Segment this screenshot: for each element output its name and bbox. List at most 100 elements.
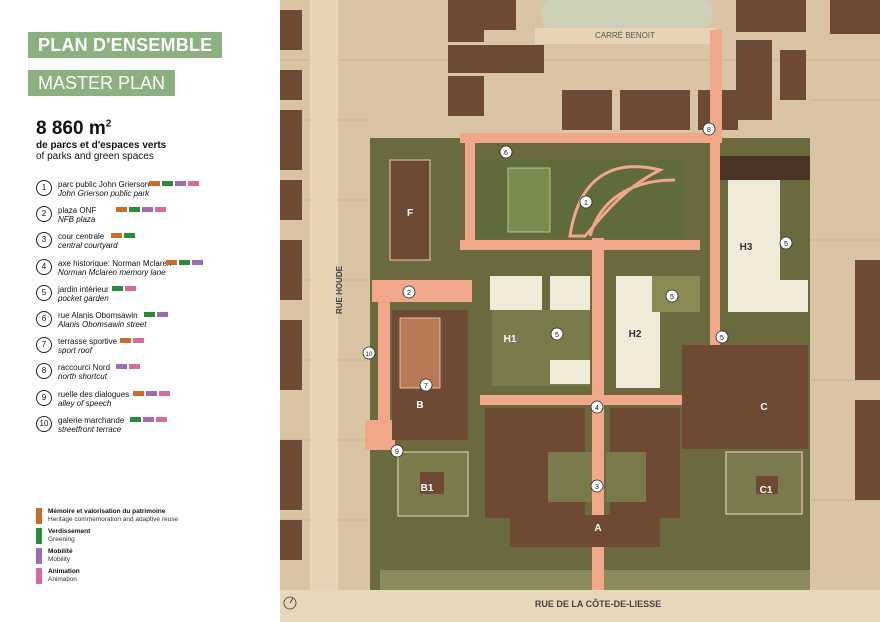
tag-heritage <box>116 207 127 213</box>
svg-text:9: 9 <box>395 449 399 456</box>
marker-5c[interactable]: 5 <box>715 330 729 344</box>
marker-7[interactable]: 7 <box>419 378 433 392</box>
legend-label-en: north shortcut <box>58 372 107 382</box>
park-path <box>568 165 665 238</box>
map-markers: 1 2 3 4 5 5 5 5 6 7 8 9 10 <box>362 122 793 493</box>
building-c1-core <box>756 476 778 494</box>
legend-tags <box>120 338 144 344</box>
marker-1[interactable]: 1 <box>579 195 593 209</box>
tag-heritage <box>166 259 177 265</box>
carre-benoit-square <box>542 0 712 28</box>
label-h1: H1 <box>504 334 517 345</box>
green-area-label-en: of parks and green spaces <box>36 151 154 162</box>
marker-6[interactable]: 6 <box>499 145 513 159</box>
legend-tags <box>116 207 166 213</box>
tag-greening <box>112 285 123 291</box>
path-network <box>365 30 800 590</box>
tag-greening <box>162 181 173 186</box>
legend-tags <box>144 312 168 317</box>
tag-mobility <box>157 312 168 317</box>
category-label-fr: Mobilité <box>48 548 73 555</box>
legend-label-fr: raccourci Nord <box>58 363 111 373</box>
legend-tags <box>149 181 199 186</box>
marker-5a[interactable]: 5 <box>550 327 564 341</box>
category-swatch <box>36 508 42 524</box>
marker-4[interactable]: 4 <box>590 400 604 414</box>
legend-number: 7 <box>36 337 52 354</box>
tag-heritage <box>111 233 122 239</box>
marker-9[interactable]: 9 <box>390 444 404 458</box>
svg-text:8: 8 <box>707 127 711 134</box>
tag-mobility <box>146 390 157 396</box>
tag-greening <box>179 259 190 265</box>
legend-number: 3 <box>36 232 52 249</box>
svg-text:6: 6 <box>504 150 508 157</box>
tag-mobility <box>175 181 186 186</box>
building-h1-roof <box>490 276 542 310</box>
tag-animation <box>133 338 144 344</box>
category-label-en: Animation <box>48 576 77 583</box>
legend-label-fr: cour centrale <box>58 232 105 242</box>
south-road <box>280 590 880 622</box>
tag-mobility <box>116 364 127 370</box>
tag-heritage <box>133 390 144 396</box>
tag-greening <box>130 416 141 422</box>
svg-text:5: 5 <box>555 332 559 339</box>
category-label-en: Heritage commemoration and adaptive reus… <box>48 516 179 523</box>
title-french: PLAN D'ENSEMBLE <box>28 32 223 58</box>
category-label-fr: Verdissement <box>48 528 91 535</box>
green-area-value: 8 860 m2 <box>36 118 112 139</box>
carre-benoit-road <box>535 28 715 44</box>
tag-animation <box>125 285 136 291</box>
building-h3-base <box>720 156 810 180</box>
legend-label-fr: terrasse sportive <box>58 337 118 347</box>
label-f: F <box>407 208 413 219</box>
legend-tags <box>112 285 136 291</box>
tag-animation <box>155 207 166 213</box>
legend-label-en: John Grierson public park <box>58 189 150 198</box>
legend-label-fr: axe historique: Norman Mclaren <box>58 258 172 268</box>
svg-text:5: 5 <box>720 335 724 342</box>
legend-label-en: alley of speech <box>58 398 112 408</box>
legend-label-fr: galerie marchande <box>58 415 125 425</box>
label-b: B <box>416 400 423 411</box>
marker-3[interactable]: 3 <box>590 479 604 493</box>
legend-number: 6 <box>36 311 52 327</box>
svg-text:10: 10 <box>366 352 373 358</box>
svg-text:5: 5 <box>670 294 674 301</box>
legend-label-en: pocket garden <box>58 293 109 303</box>
courtyard-3b <box>606 452 646 502</box>
marker-10[interactable]: 10 <box>362 346 376 360</box>
building-f <box>389 159 431 261</box>
label-b1: B1 <box>421 483 434 494</box>
title-english: MASTER PLAN <box>28 70 176 96</box>
building-labels: F H1 H2 H3 B B1 A C C1 <box>407 208 773 534</box>
marker-8[interactable]: 8 <box>702 122 716 136</box>
neighbour-buildings <box>280 0 880 560</box>
marker-2[interactable]: 2 <box>402 285 416 299</box>
legend-label-fr: parc public John Grierson <box>58 180 150 189</box>
tag-animation <box>188 181 199 186</box>
marker-5b[interactable]: 5 <box>779 236 793 250</box>
marker-5d[interactable]: 5 <box>665 289 679 303</box>
category-label-en: Greening <box>48 536 75 543</box>
legend-number: 8 <box>36 363 52 380</box>
tag-heritage <box>120 338 131 344</box>
label-h2: H2 <box>629 329 642 340</box>
green-area-label-fr: de parcs et d'espaces verts <box>36 140 167 151</box>
north-arrow-icon <box>283 596 297 610</box>
label-h3: H3 <box>740 242 753 253</box>
legend-number: 1 <box>36 180 52 196</box>
label-c: C <box>760 402 767 413</box>
svg-text:2: 2 <box>407 290 411 297</box>
legend-tags <box>166 259 203 265</box>
legend-number: 10 <box>36 415 52 432</box>
basketball-court <box>399 317 441 389</box>
category-label-fr: Mémoire et valorisation du patrimoine <box>48 508 166 515</box>
